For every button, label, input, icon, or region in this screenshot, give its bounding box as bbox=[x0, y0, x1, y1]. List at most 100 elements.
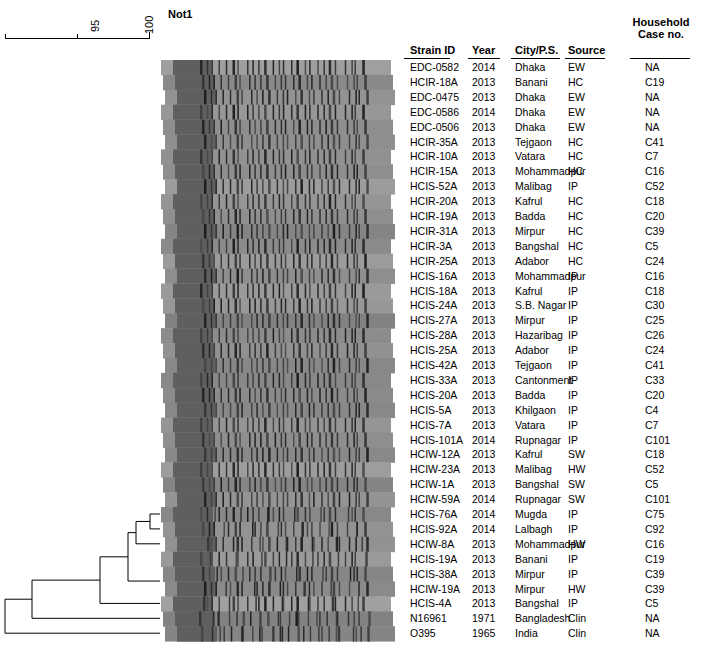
gel-band bbox=[247, 194, 249, 209]
gel-band bbox=[311, 164, 313, 179]
gel-band bbox=[327, 179, 329, 194]
gel-lane-shadow bbox=[173, 507, 213, 522]
gel-band bbox=[235, 164, 238, 179]
gel-band bbox=[323, 552, 325, 567]
gel-band bbox=[247, 418, 249, 433]
table-cell: HC bbox=[568, 240, 583, 252]
gel-band bbox=[283, 284, 285, 299]
gel-band bbox=[237, 373, 239, 388]
gel-band bbox=[309, 462, 311, 477]
table-cell: C4 bbox=[645, 404, 658, 416]
gel-band bbox=[211, 149, 213, 164]
gel-band bbox=[347, 433, 349, 448]
gel-band bbox=[233, 462, 236, 477]
gel-band bbox=[207, 328, 209, 343]
gel-band bbox=[362, 239, 365, 254]
gel-band bbox=[354, 284, 356, 299]
gel-band bbox=[218, 373, 220, 388]
gel-band bbox=[317, 552, 319, 567]
gel-band bbox=[298, 120, 301, 135]
gel-band bbox=[293, 298, 295, 313]
gel-band bbox=[347, 164, 349, 179]
gel-band bbox=[222, 358, 224, 373]
gel-band bbox=[298, 298, 301, 313]
gel-band bbox=[358, 492, 360, 507]
table-cell: Dhaka bbox=[515, 106, 545, 118]
gel-band bbox=[329, 373, 332, 388]
gel-band bbox=[220, 343, 222, 358]
gel-band bbox=[309, 358, 311, 373]
gel-band bbox=[262, 90, 264, 105]
gel-band bbox=[264, 462, 267, 477]
gel-band bbox=[323, 507, 325, 522]
gel-band bbox=[202, 254, 205, 269]
table-cell: HCIS-52A bbox=[410, 180, 457, 192]
gel-band bbox=[220, 567, 222, 582]
gel-band bbox=[256, 179, 258, 194]
gel-band bbox=[309, 328, 311, 343]
gel-band bbox=[351, 105, 353, 120]
gel-band bbox=[231, 626, 233, 641]
gel-band bbox=[317, 284, 319, 299]
gel-band bbox=[260, 522, 262, 537]
gel-band bbox=[207, 149, 209, 164]
gel-band bbox=[318, 626, 320, 641]
gel-lane-shadow bbox=[173, 194, 213, 209]
gel-band bbox=[298, 254, 301, 269]
gel-band bbox=[218, 105, 220, 120]
gel-lane bbox=[165, 537, 395, 552]
gel-band bbox=[305, 418, 307, 433]
gel-band bbox=[329, 149, 332, 164]
gel-band bbox=[329, 239, 332, 254]
gel-band bbox=[277, 492, 279, 507]
gel-lane-shadow bbox=[177, 179, 217, 194]
gel-band bbox=[209, 164, 211, 179]
gel-band bbox=[258, 328, 260, 343]
gel-band bbox=[275, 164, 277, 179]
gel-band bbox=[281, 120, 283, 135]
gel-band bbox=[354, 462, 356, 477]
table-cell: 2013 bbox=[472, 389, 495, 401]
gel-band bbox=[305, 239, 307, 254]
gel-band bbox=[345, 239, 347, 254]
gel-band bbox=[273, 194, 275, 209]
table-cell: Malibag bbox=[515, 180, 552, 192]
table-cell: HC bbox=[568, 210, 583, 222]
gel-band bbox=[279, 373, 281, 388]
gel-lane bbox=[161, 373, 391, 388]
gel-band bbox=[262, 313, 264, 328]
gel-band bbox=[266, 75, 269, 90]
gel-band bbox=[339, 492, 341, 507]
gel-band bbox=[262, 403, 264, 418]
column-header: Source bbox=[568, 44, 605, 56]
gel-band bbox=[281, 522, 283, 537]
gel-lane bbox=[161, 60, 391, 75]
table-cell: 2014 bbox=[472, 523, 495, 535]
gel-band bbox=[307, 254, 309, 269]
gel-band bbox=[283, 492, 285, 507]
gel-band bbox=[249, 209, 251, 224]
gel-band bbox=[252, 149, 254, 164]
gel-band bbox=[215, 179, 217, 194]
gel-band bbox=[285, 522, 287, 537]
gel-band bbox=[251, 358, 253, 373]
gel-band bbox=[252, 60, 254, 75]
table-cell: HCIW-12A bbox=[410, 448, 460, 460]
gel-band bbox=[356, 567, 358, 582]
gel-lane bbox=[163, 611, 393, 626]
gel-band bbox=[215, 447, 217, 462]
gel-band bbox=[353, 611, 355, 626]
gel-band bbox=[235, 388, 238, 403]
gel-band bbox=[229, 596, 231, 611]
gel-band bbox=[291, 552, 293, 567]
gel-band bbox=[273, 552, 275, 567]
gel-band bbox=[283, 269, 285, 284]
gel-band bbox=[215, 403, 217, 418]
gel-band bbox=[345, 418, 347, 433]
table-cell: HCIS-24A bbox=[410, 299, 457, 311]
gel-band bbox=[311, 254, 313, 269]
gel-band bbox=[313, 582, 315, 597]
gel-band bbox=[252, 194, 254, 209]
table-cell: C16 bbox=[645, 165, 664, 177]
gel-band bbox=[220, 388, 222, 403]
